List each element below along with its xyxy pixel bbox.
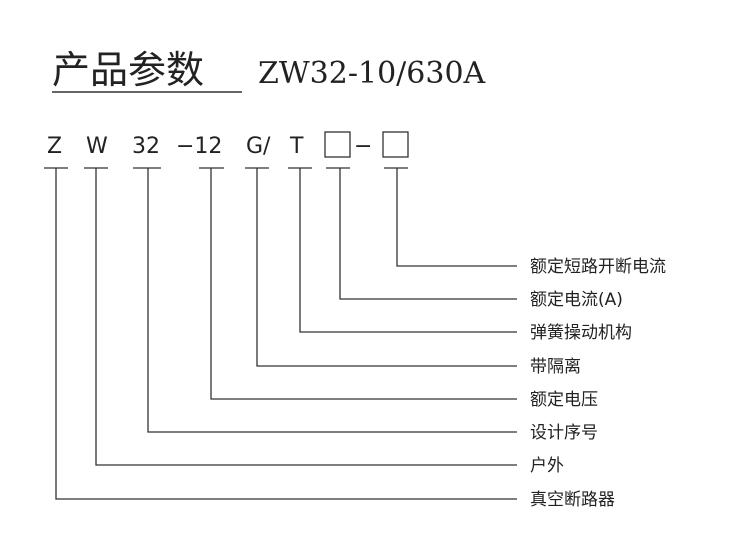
leader-vacuum-breaker	[55, 168, 517, 500]
leader-outdoor	[95, 168, 517, 466]
code-dash: −	[354, 134, 372, 159]
title-model-number: ZW32-10/630A	[258, 56, 486, 91]
leader-rated-breaking-current	[396, 168, 517, 267]
label-design-number: 设计序号	[530, 423, 598, 443]
code-char-g: G/	[246, 134, 271, 159]
label-rated-voltage: 额定电压	[530, 390, 598, 410]
label-rated-current: 额定电流(A)	[530, 290, 623, 310]
code-char-w: W	[86, 134, 108, 159]
code-voltage: −12	[176, 134, 222, 159]
code-box-breaking-current	[382, 131, 409, 158]
code-char-z: Z	[47, 134, 62, 159]
code-box-rated-current	[324, 131, 351, 158]
leader-rated-current	[339, 168, 517, 300]
label-with-isolation: 带隔离	[530, 357, 581, 377]
leader-rated-voltage	[210, 168, 517, 400]
title-product-params: 产品参数	[52, 48, 204, 92]
leader-with-isolation	[256, 168, 517, 367]
label-outdoor: 户外	[530, 456, 564, 476]
label-spring-mechanism: 弹簧操动机构	[530, 323, 632, 343]
leader-design-number	[147, 168, 517, 433]
leader-spring-mechanism	[299, 168, 517, 333]
label-vacuum-breaker: 真空断路器	[530, 490, 615, 510]
code-char-t: T	[289, 134, 304, 159]
label-rated-breaking-current: 额定短路开断电流	[530, 257, 666, 277]
code-design-number: 32	[132, 134, 160, 159]
